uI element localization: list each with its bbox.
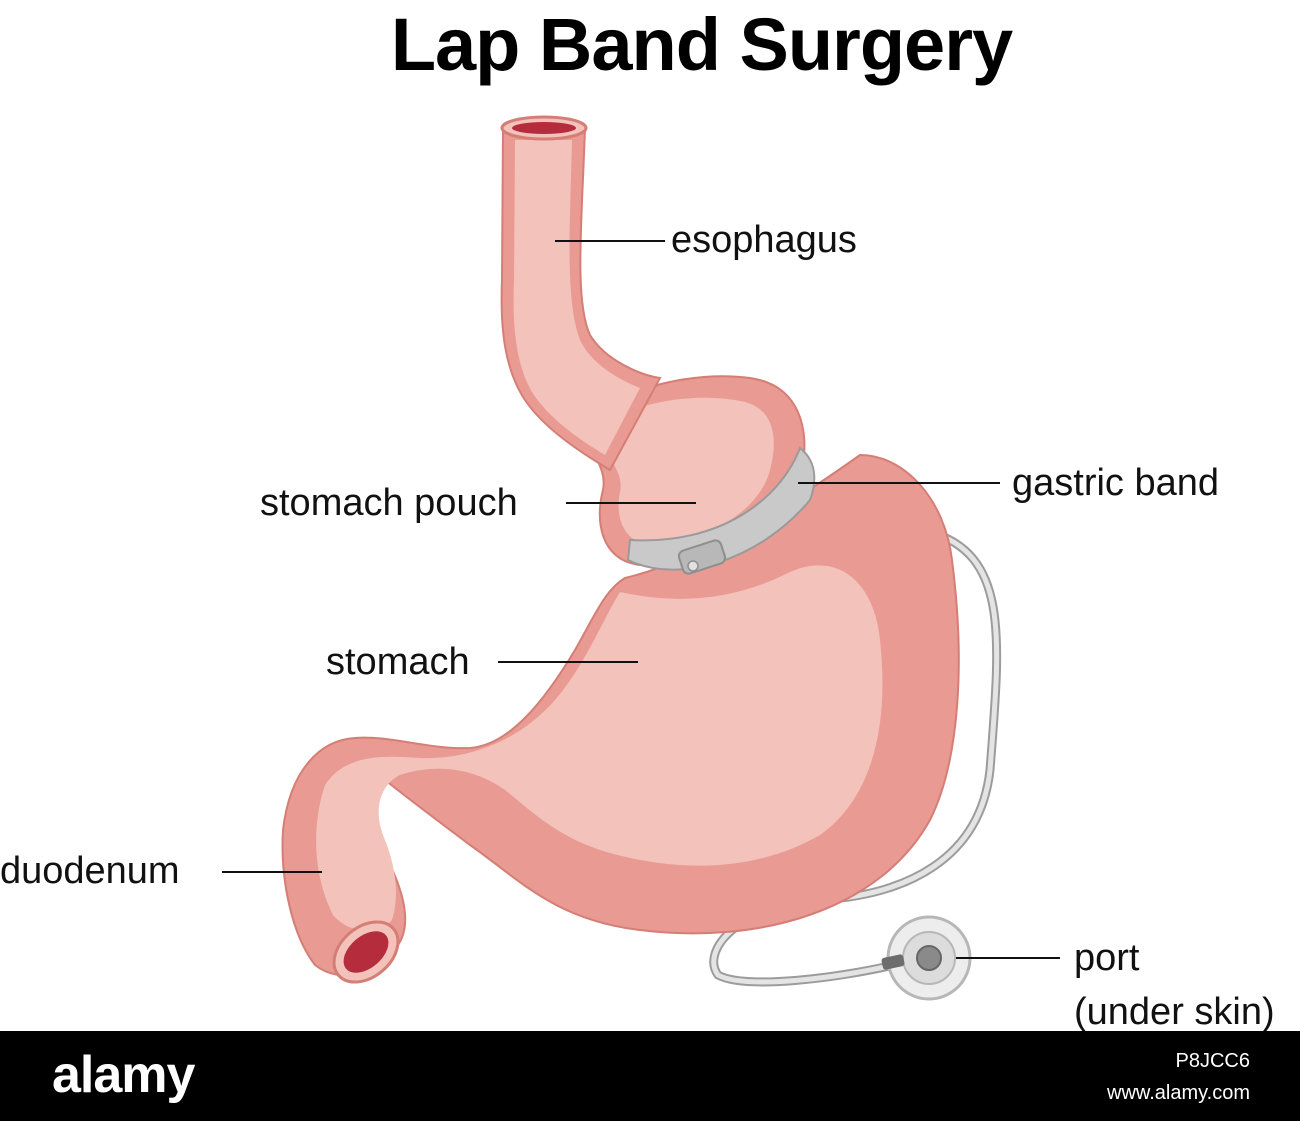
label-duodenum: duodenum [0,850,180,892]
port-center [916,945,942,971]
label-stomach: stomach [326,641,470,683]
label-esophagus: esophagus [671,219,857,261]
watermark-footer: alamy P8JCC6 www.alamy.com [0,1031,1300,1121]
alamy-url: www.alamy.com [1107,1082,1250,1104]
image-id: P8JCC6 [1175,1050,1250,1072]
label-stomach-pouch: stomach pouch [260,482,518,524]
label-port-under-skin: (under skin) [1074,991,1275,1033]
port-tube-joint [881,954,905,970]
alamy-logo: alamy [52,1046,195,1104]
label-gastric-band: gastric band [1012,462,1220,504]
diagram-title: Lap Band Surgery [390,3,1013,86]
label-port: port [1074,937,1140,979]
stomach-illustration [222,115,1060,1001]
stomach-inner-highlight [316,565,883,931]
